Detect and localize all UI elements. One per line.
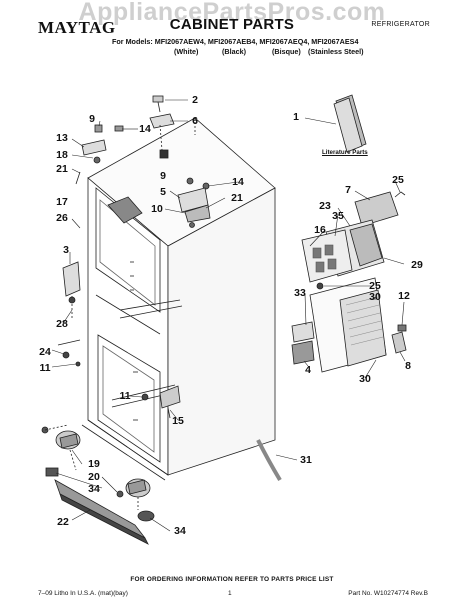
callout-35: 35: [332, 209, 344, 222]
callout-30b: 30: [359, 372, 371, 385]
callout-12: 12: [398, 289, 410, 302]
watermark: AppliancePartsPros.com: [78, 0, 386, 26]
callout-26: 26: [56, 211, 68, 224]
callout-25b: 25: [369, 279, 381, 292]
callout-21b: 21: [231, 191, 243, 204]
cabinet-shell: [81, 117, 276, 481]
callout-6: 6: [192, 114, 198, 127]
callout-16: 16: [314, 223, 326, 236]
callout-21: 21: [56, 162, 68, 175]
callout-11b: 11: [119, 389, 131, 402]
literature-parts-label: Literature Parts: [322, 149, 368, 156]
callout-13: 13: [56, 131, 68, 144]
callout-8: 8: [405, 359, 411, 372]
page-number: 1: [228, 590, 232, 597]
callout-18: 18: [56, 148, 68, 161]
callout-20: 20: [88, 470, 100, 483]
right-side-parts: [256, 94, 407, 482]
callout-7: 7: [345, 183, 351, 196]
callout-4: 4: [305, 363, 311, 376]
callout-14: 14: [139, 122, 151, 135]
models-line: For Models: MFI2067AEW4, MFI2067AEB4, MF…: [112, 37, 359, 46]
callout-17: 17: [56, 195, 68, 208]
callout-31: 31: [300, 453, 312, 466]
brand-logo: MAYTAG: [38, 18, 116, 37]
callout-19: 19: [88, 457, 100, 470]
callout-9: 9: [89, 112, 95, 125]
ordering-note: FOR ORDERING INFORMATION REFER TO PARTS …: [130, 576, 334, 583]
color-stainless: (Stainless Steel): [308, 47, 364, 56]
callout-24: 24: [39, 345, 51, 358]
callout-14b: 14: [232, 175, 244, 188]
leader-lines: [51, 99, 406, 532]
callout-2: 2: [192, 93, 198, 106]
callout-28: 28: [56, 317, 68, 330]
callout-25: 25: [392, 173, 404, 186]
callout-3: 3: [63, 243, 69, 256]
color-black: (Black): [222, 47, 246, 56]
callout-10: 10: [151, 202, 163, 215]
callout-29: 29: [411, 258, 423, 271]
callout-23: 23: [319, 199, 331, 212]
callout-30: 30: [369, 290, 381, 303]
callout-1: 1: [293, 110, 299, 123]
bottom-hinge-parts: [41, 424, 155, 545]
callout-9b: 9: [160, 169, 166, 182]
callout-33: 33: [294, 286, 306, 299]
callout-11: 11: [39, 361, 51, 374]
page-title: CABINET PARTS: [169, 16, 295, 33]
callout-15: 15: [172, 414, 184, 427]
litho-info: 7–09 Litho In U.S.A. (mat)(bay): [38, 590, 128, 597]
color-bisque: (Bisque): [272, 47, 301, 56]
callout-22: 22: [57, 515, 69, 528]
top-hinge-parts: [75, 95, 175, 185]
part-number: Part No. W10274774 Rev.B: [348, 590, 428, 597]
color-white: (White): [174, 47, 199, 56]
center-hinge-parts: [177, 177, 211, 228]
callout-34: 34: [88, 482, 100, 495]
callout-5: 5: [160, 185, 166, 198]
callout-34b: 34: [174, 524, 186, 537]
left-side-hardware: [57, 261, 181, 419]
category-label: REFRIGERATOR: [371, 21, 430, 28]
